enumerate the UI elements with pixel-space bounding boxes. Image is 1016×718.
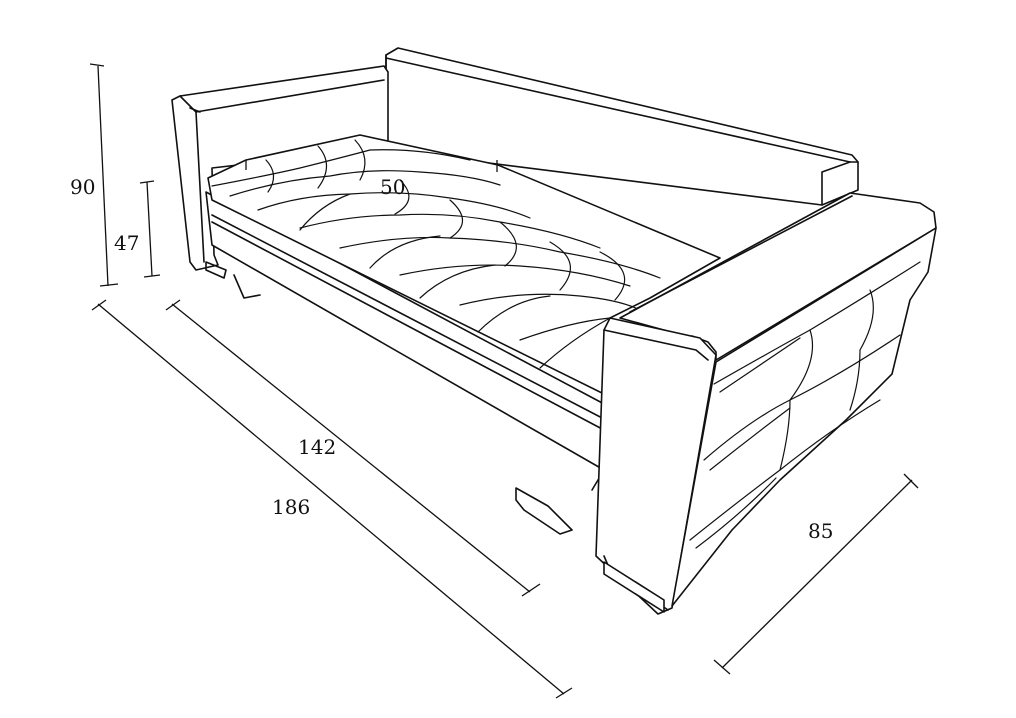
dimension-label-seat-depth: 50 — [380, 175, 405, 199]
dimension-label-inner-width: 142 — [298, 435, 336, 459]
dimension-label-overall-width: 186 — [272, 495, 310, 519]
dimension-label-seat-height: 47 — [114, 231, 139, 255]
right-armrest — [595, 192, 937, 615]
left-armrest — [171, 65, 389, 299]
seat-cushion — [207, 134, 721, 396]
dimension-label-depth: 85 — [808, 519, 833, 543]
dimension-lines — [89, 63, 919, 699]
dimension-label-height: 90 — [70, 175, 95, 199]
